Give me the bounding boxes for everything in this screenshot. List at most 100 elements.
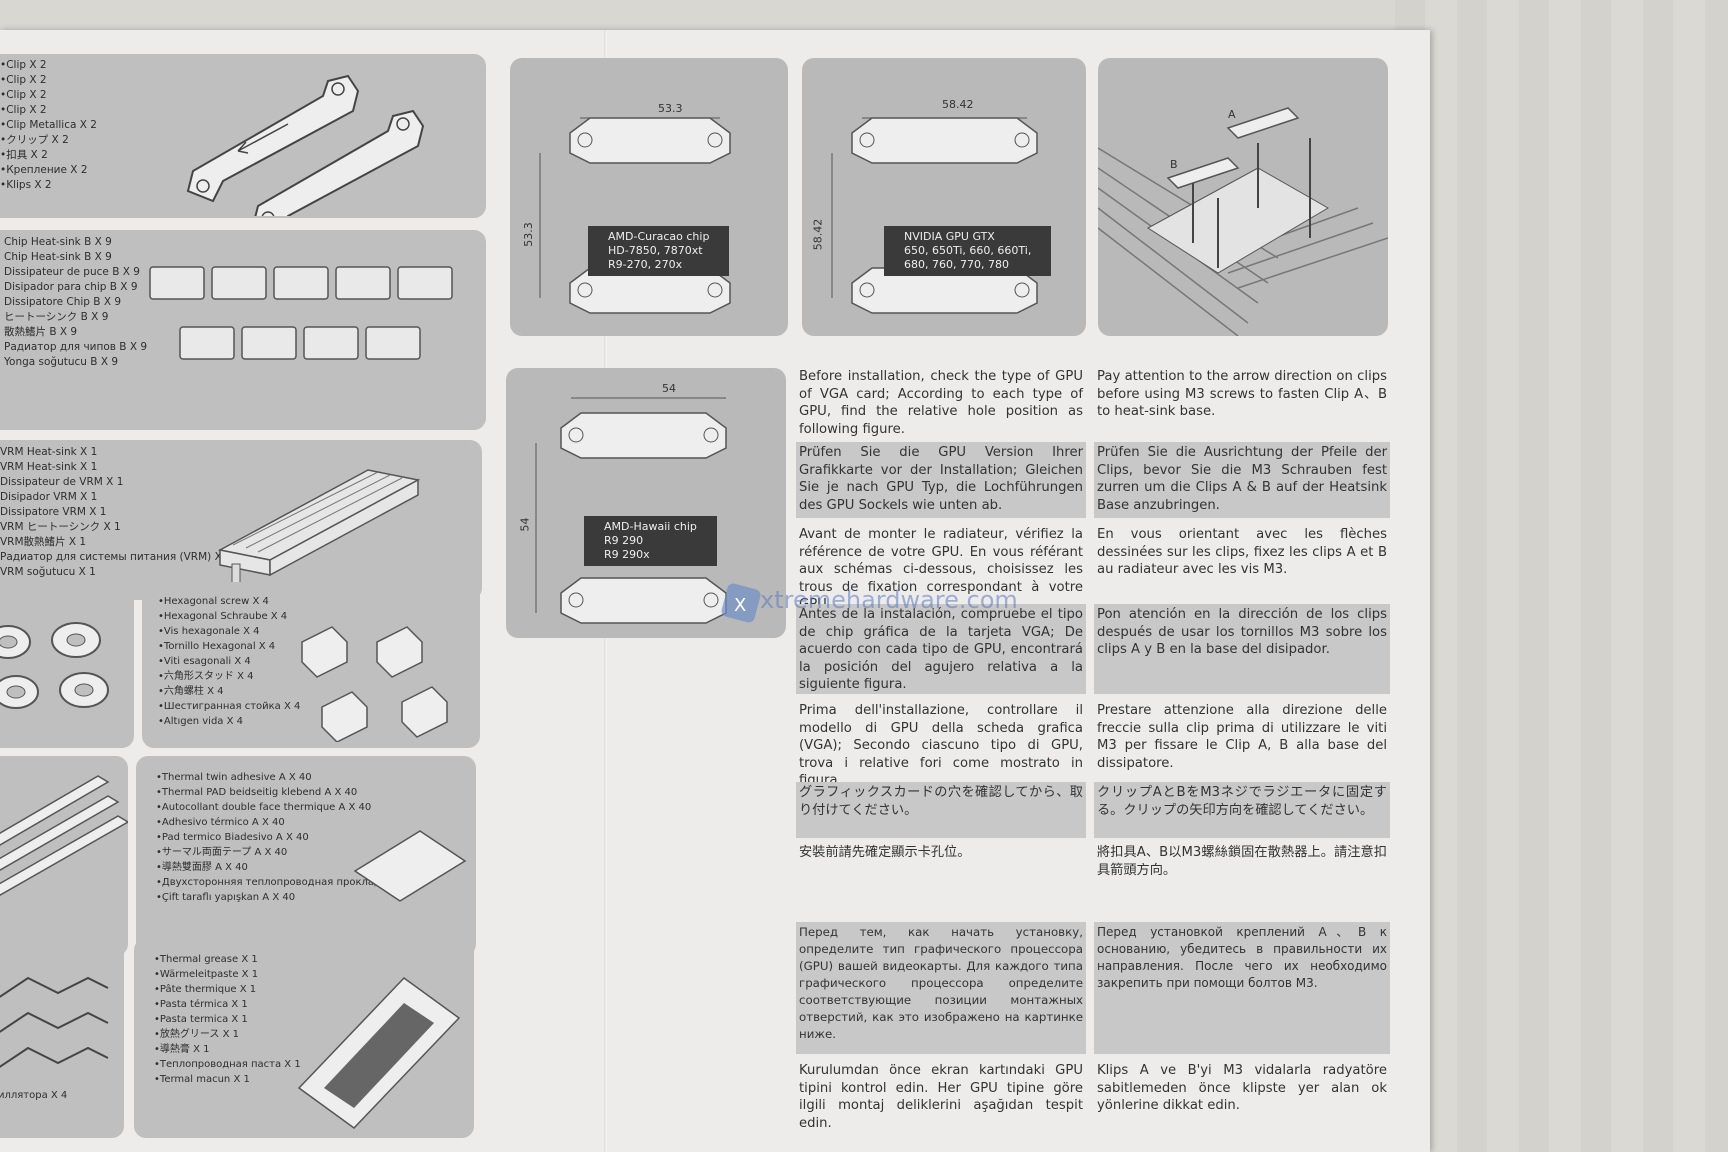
- panel-clips: Clip X 2 Clip X 2 Clip X 2 Clip X 2 Clip…: [0, 54, 486, 218]
- list-item: Wärmeleitpaste X 1: [154, 967, 301, 982]
- screw-list: Hexagonal screw X 4 Hexagonal Schraube X…: [158, 594, 300, 729]
- list-item: Yonga soğutucu B X 9: [4, 356, 119, 368]
- list-item: VRM ヒートーシンク X 1: [0, 521, 121, 533]
- mount-diagram: [831, 117, 1038, 314]
- list-item: Chip Heat-sink B X 9: [4, 236, 112, 248]
- panel-screws: Hexagonal screw X 4 Hexagonal Schraube X…: [142, 582, 480, 748]
- dimension-label: 58.42: [811, 218, 825, 251]
- list-item: Pad termico Biadesivo A X 40: [156, 830, 429, 845]
- list-item: Clip X 2: [0, 73, 97, 88]
- list-item: Dissipatore VRM X 1: [0, 506, 107, 518]
- clip-note-zh: 將扣具A、B以M3螺絲鎖固在散熱器上。請注意扣具箭頭方向。: [1097, 845, 1387, 878]
- panel-vrm-heatsink: VRM Heat-sink X 1 VRM Heat-sink X 1 Diss…: [0, 440, 482, 600]
- list-item: Крепление X 2: [0, 163, 97, 178]
- grease-syringe-illustration: [297, 977, 461, 1129]
- list-item: Hexagonal Schraube X 4: [158, 609, 300, 624]
- clip-note-fr: En vous orientant avec les flèches dessi…: [1097, 527, 1387, 577]
- list-item: Disipador VRM X 1: [0, 491, 98, 503]
- instruction-ru: Перед тем, как начать установку, определ…: [796, 922, 1086, 1054]
- clip-note-en: Pay attention to the arrow direction on …: [1097, 369, 1387, 419]
- figure-amd-curacao: 53.3 53.3 AMD-Curacao chip HD-7850, 7870…: [510, 58, 788, 336]
- list-item: Thermal PAD beidseitig klebend A X 40: [156, 785, 429, 800]
- list-item: Chip Heat-sink B X 9: [4, 251, 112, 263]
- dimension-label: 54: [518, 517, 532, 532]
- list-item: Autocollant double face thermique A X 40: [156, 800, 429, 815]
- label-line: HD-7850, 7870xt: [608, 244, 703, 257]
- thermal-pad-illustration: [353, 830, 467, 902]
- hex-screw-illustration: [301, 626, 448, 742]
- list-item: VRM散熱鰭片 X 1: [0, 536, 87, 548]
- list-item: Clip Metallica X 2: [0, 118, 97, 133]
- list-item: Dissipateur de puce B X 9: [4, 266, 140, 278]
- panel-chip-heatsink: Chip Heat-sink B X 9 Chip Heat-sink B X …: [0, 230, 486, 430]
- clip-note-ru: Перед установкой креплений A、B к основан…: [1094, 922, 1390, 1054]
- grease-list: Thermal grease X 1 Wärmeleitpaste X 1 Pâ…: [154, 952, 301, 1087]
- label-line: AMD-Hawaii chip: [604, 520, 697, 533]
- mount-diagram: [539, 117, 731, 314]
- list-item: 六角形スタッド X 4: [158, 669, 300, 684]
- panel-thermal-adhesive: Thermal twin adhesive A X 40 Thermal PAD…: [136, 756, 476, 956]
- list-item: 導熱雙面膠 A X 40: [156, 860, 429, 875]
- list-item: Pasta térmica X 1: [154, 997, 301, 1012]
- list-item: Çift taraflı yapışkan A X 40: [156, 890, 429, 905]
- list-item: Altıgen vida X 4: [158, 714, 300, 729]
- list-item: 放熱グリース X 1: [154, 1027, 301, 1042]
- list-item: Dissipateur de VRM X 1: [0, 476, 124, 488]
- list-item: Disipador para chip B X 9: [4, 281, 138, 293]
- list-item: Vis hexagonale X 4: [158, 624, 300, 639]
- list-item: Радиатор для чипов B X 9: [4, 341, 148, 353]
- instruction-ja: グラフィックスカードの穴を確認してから、取り付けてください。: [796, 782, 1086, 838]
- washers-illustration: [0, 622, 109, 709]
- vrm-heatsink-illustration: [218, 469, 421, 585]
- clip-b-label: B: [1170, 158, 1178, 171]
- clip-note-de: Prüfen Sie die Ausrichtung der Pfeile de…: [1094, 442, 1390, 518]
- gpu-label: AMD-Hawaii chip R9 290 R9 290x: [584, 516, 717, 566]
- instruction-es: Antes de la instalación, compruebe el ti…: [796, 604, 1086, 694]
- list-item: 扣具 X 2: [0, 148, 97, 163]
- list-item: Шестигранная стойка X 4: [158, 699, 300, 714]
- instruction-tr: Kurulumdan önce ekran kartındaki GPU tip…: [799, 1063, 1083, 1131]
- label-line: AMD-Curacao chip: [608, 230, 710, 243]
- panel-adhesive-strips: [0, 756, 128, 956]
- list-item: 六角螺柱 X 4: [158, 684, 300, 699]
- list-item: ヒートーシンク B X 9: [4, 311, 109, 323]
- list-item: Termal macun X 1: [154, 1072, 301, 1087]
- svg-text:X: X: [734, 595, 746, 616]
- list-item: Klips X 2: [0, 178, 97, 193]
- clip-note-tr: Klips A ve B'yi M3 vidalarla radyatöre s…: [1097, 1063, 1387, 1113]
- list-item: Viti esagonali X 4: [158, 654, 300, 669]
- dimension-label: 53.3: [521, 222, 535, 247]
- watermark: X xtremehardware.com: [716, 578, 1018, 628]
- gpu-label: NVIDIA GPU GTX 650, 650Ti, 660, 660Ti, 6…: [884, 226, 1052, 276]
- list-item: Теплопроводная паста X 1: [154, 1057, 301, 1072]
- list-item: Clip X 2: [0, 103, 97, 118]
- watermark-logo-icon: X: [721, 583, 761, 623]
- figure-nvidia: 58.42 58.42 NVIDIA GPU GTX 650, 650Ti, 6…: [802, 58, 1086, 336]
- panel-thermal-grease: Thermal grease X 1 Wärmeleitpaste X 1 Pâ…: [134, 938, 474, 1138]
- label-line: R9-270, 270x: [608, 258, 683, 271]
- label-line: 680, 760, 770, 780: [904, 258, 1009, 271]
- list-item: Clip X 2: [0, 88, 97, 103]
- clip-a-label: A: [1228, 108, 1236, 121]
- figure-installation: A B: [1098, 58, 1388, 336]
- list-item: Hexagonal screw X 4: [158, 594, 300, 609]
- list-item: VRM Heat-sink X 1: [0, 446, 98, 458]
- list-item: Dissipatore Chip B X 9: [4, 296, 122, 308]
- clip-illustration: [186, 74, 425, 216]
- chip-heatsink-list: Chip Heat-sink B X 9 Chip Heat-sink B X …: [4, 235, 147, 370]
- instruction-en: Before installation, check the type of G…: [799, 369, 1083, 437]
- list-item: クリップ X 2: [0, 133, 97, 148]
- list-item: Tornillo Hexagonal X 4: [158, 639, 300, 654]
- instruction-de: Prüfen Sie die GPU Version Ihrer Grafikk…: [796, 442, 1086, 518]
- list-item: Радиатор для системы питания (VRM) X 1: [0, 551, 232, 563]
- background-surface: [1395, 0, 1728, 1152]
- list-item: VRM soğutucu X 1: [0, 566, 96, 578]
- instruction-it: Prima dell'installazione, controllare il…: [799, 703, 1083, 788]
- list-item: Двухсторонняя теплопроводная прокладка A…: [156, 875, 429, 890]
- list-item: 散熱鰭片 B X 9: [4, 326, 78, 338]
- list-item: Thermal twin adhesive A X 40: [156, 770, 429, 785]
- list-item: Pâte thermique X 1: [154, 982, 301, 997]
- list-item: Clip X 2: [0, 58, 97, 73]
- clip-note-it: Prestare attenzione alla direzione delle…: [1097, 703, 1387, 771]
- clip-note-es: Pon atención en la dirección de los clip…: [1094, 604, 1390, 694]
